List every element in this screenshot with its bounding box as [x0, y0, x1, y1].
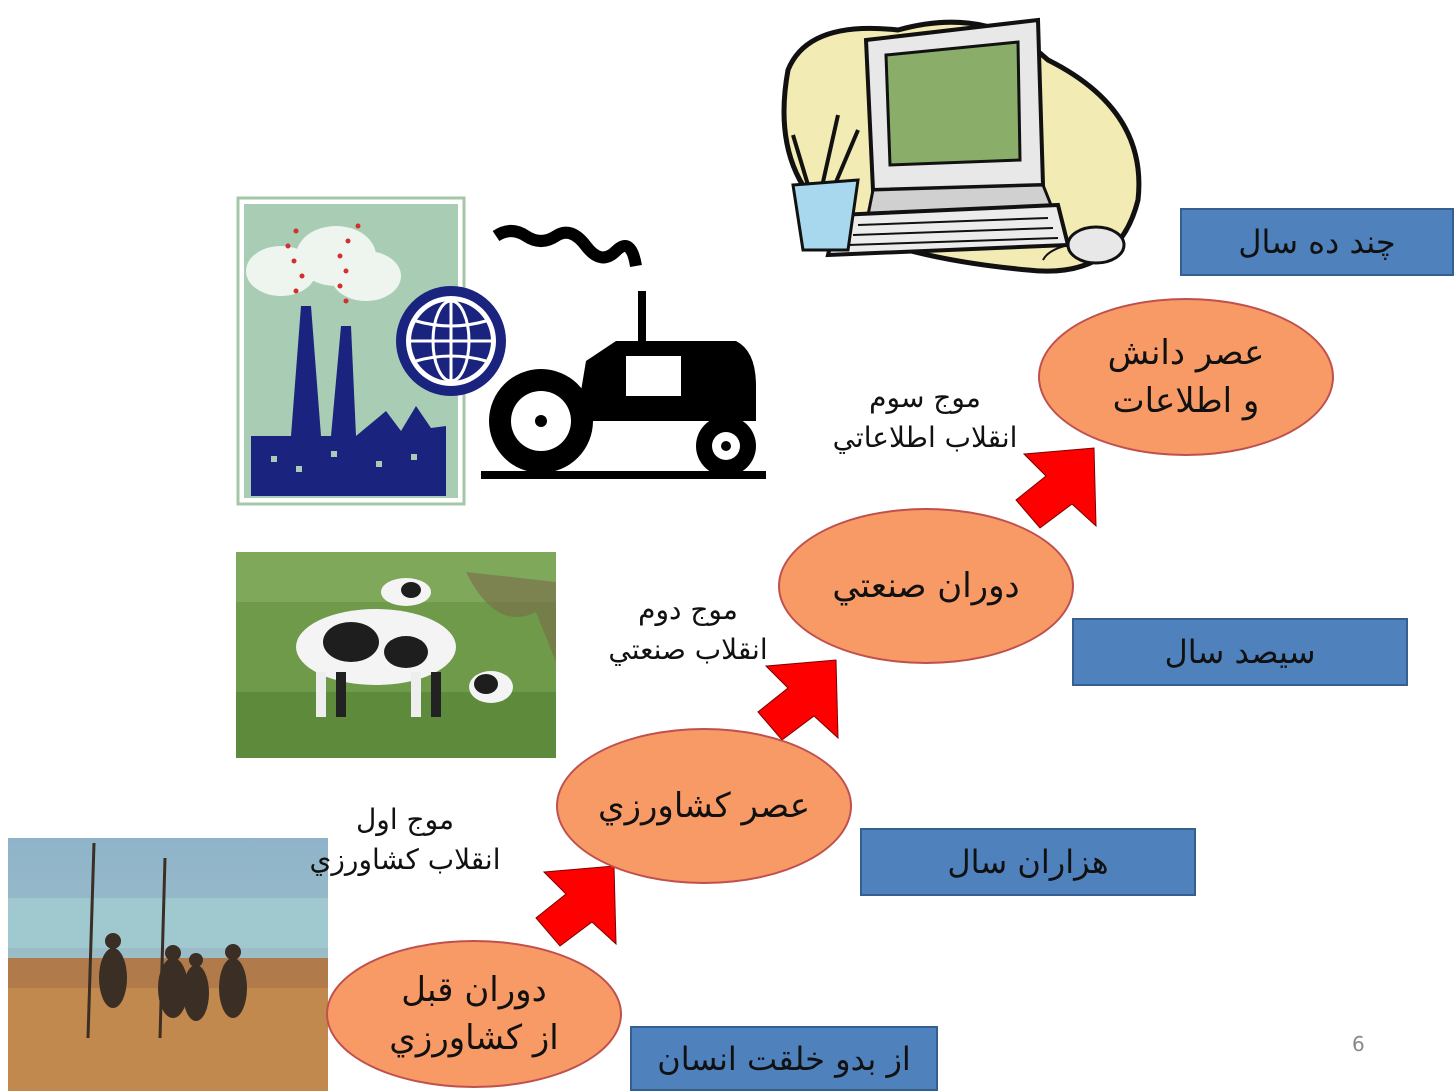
stage-agriculture: عصر كشاورزي	[556, 728, 852, 884]
stage-line: دوران صنعتي	[832, 566, 1020, 606]
stage-line: و اطلاعات	[1112, 381, 1260, 421]
duration-label: هزاران سال	[947, 843, 1109, 881]
wave-3-label: موج سوم انقلاب اطلاعاتي	[820, 378, 1030, 458]
cow-grazing-photo	[236, 552, 556, 758]
duration-label: سيصد سال	[1164, 633, 1316, 671]
stage-knowledge-information: عصر دانش و اطلاعات	[1038, 298, 1334, 456]
wave-revolution: انقلاب اطلاعاتي	[832, 421, 1018, 454]
duration-label: از بدو خلقت انسان	[657, 1039, 911, 1078]
duration-box: چند ده سال	[1180, 208, 1454, 276]
stage-line: از كشاورزي	[389, 1018, 559, 1058]
duration-box: سيصد سال	[1072, 618, 1408, 686]
wave-revolution: انقلاب كشاورزي	[309, 843, 501, 876]
stage-line: عصر دانش	[1107, 333, 1265, 373]
stage-line: دوران قبل	[401, 970, 547, 1010]
stage-industrial: دوران صنعتي	[778, 508, 1074, 664]
arrow-1	[535, 865, 617, 947]
stage-line: عصر كشاورزي	[597, 786, 811, 826]
wave-2-label: موج دوم انقلاب صنعتي	[588, 590, 788, 670]
arrow-3	[1015, 447, 1097, 529]
wave-name: موج اول	[355, 803, 455, 836]
duration-box: هزاران سال	[860, 828, 1196, 896]
wave-revolution: انقلاب صنعتي	[608, 633, 768, 666]
computer-desk-clipart	[768, 10, 1150, 288]
wave-1-label: موج اول انقلاب كشاورزي	[300, 800, 510, 880]
duration-label: چند ده سال	[1238, 223, 1396, 261]
primitive-hunters-photo	[8, 838, 328, 1091]
factory-globe-tractor-clipart	[236, 196, 768, 508]
wave-name: موج دوم	[638, 593, 738, 626]
arrow-2	[757, 659, 839, 741]
stage-pre-agriculture: دوران قبل از كشاورزي	[326, 940, 622, 1088]
wave-name: موج سوم	[869, 381, 981, 414]
duration-box: از بدو خلقت انسان	[630, 1026, 938, 1091]
slide-number: 6	[1352, 1032, 1365, 1056]
